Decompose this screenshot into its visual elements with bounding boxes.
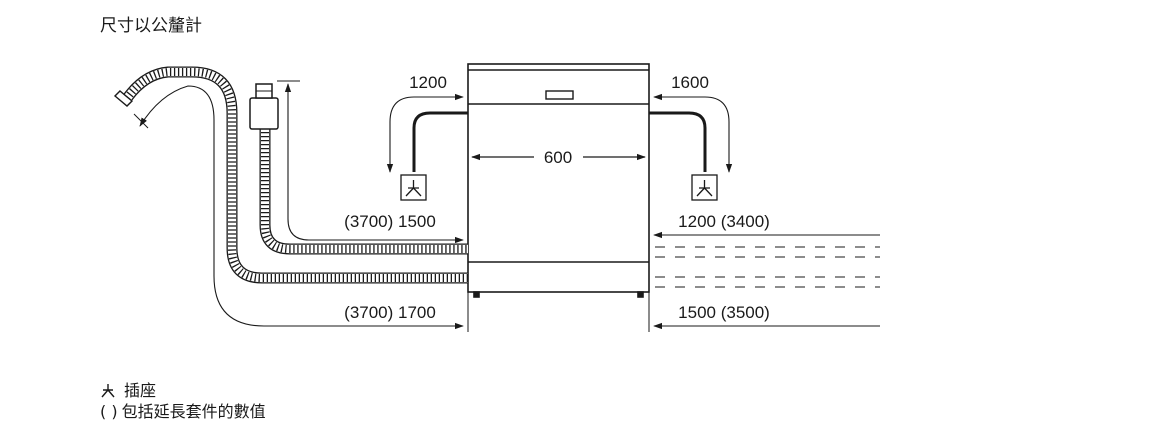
page-title: 尺寸以公釐計 — [100, 16, 202, 36]
upper-right-label: 1200 (3400) — [678, 212, 770, 231]
width-dimension: 600 — [471, 148, 646, 167]
dishwasher-handle — [545, 90, 574, 100]
width-label: 600 — [544, 148, 572, 167]
right-hose-routing — [655, 246, 880, 288]
dishwasher-foot-left — [473, 291, 480, 298]
right-reach-arrows: 1200 (3400) 1500 (3500) — [653, 212, 880, 330]
legend-socket-row: 插座 — [100, 380, 266, 401]
right-socket-icon — [691, 174, 718, 201]
lower-left-label: (3700) 1700 — [344, 303, 436, 322]
dishwasher — [467, 63, 650, 298]
dishwasher-foot-right — [637, 291, 644, 298]
legend-socket-label: 插座 — [124, 381, 157, 400]
dishwasher-body — [467, 63, 650, 293]
left-power-cable: 1200 — [386, 73, 468, 201]
right-power-cable: 1600 — [649, 73, 733, 201]
left-clearance-arrow — [386, 93, 464, 173]
socket-icon — [101, 383, 115, 397]
upper-left-label: (3700) 1500 — [344, 212, 436, 231]
right-clearance-label: 1600 — [671, 73, 709, 92]
aquastop-valve-icon — [249, 97, 279, 130]
legend-parentheses-row: ( ) 包括延長套件的數值 — [100, 401, 266, 422]
legend-parentheses-label: 包括延長套件的數值 — [121, 402, 266, 421]
legend-parentheses-marker: ( ) — [100, 402, 118, 421]
drain-hook-icon — [113, 90, 134, 107]
lower-right-label: 1500 (3500) — [678, 303, 770, 322]
right-clearance-arrow — [653, 93, 733, 173]
extension-lines — [467, 292, 650, 332]
lower-left-reach-arrow — [139, 85, 464, 330]
left-clearance-label: 1200 — [409, 73, 447, 92]
drain-hose: (3700) 1700 — [113, 66, 468, 330]
legend: 插座 ( ) 包括延長套件的數值 — [100, 380, 266, 422]
inlet-hose: (3700) 1500 — [249, 80, 468, 255]
